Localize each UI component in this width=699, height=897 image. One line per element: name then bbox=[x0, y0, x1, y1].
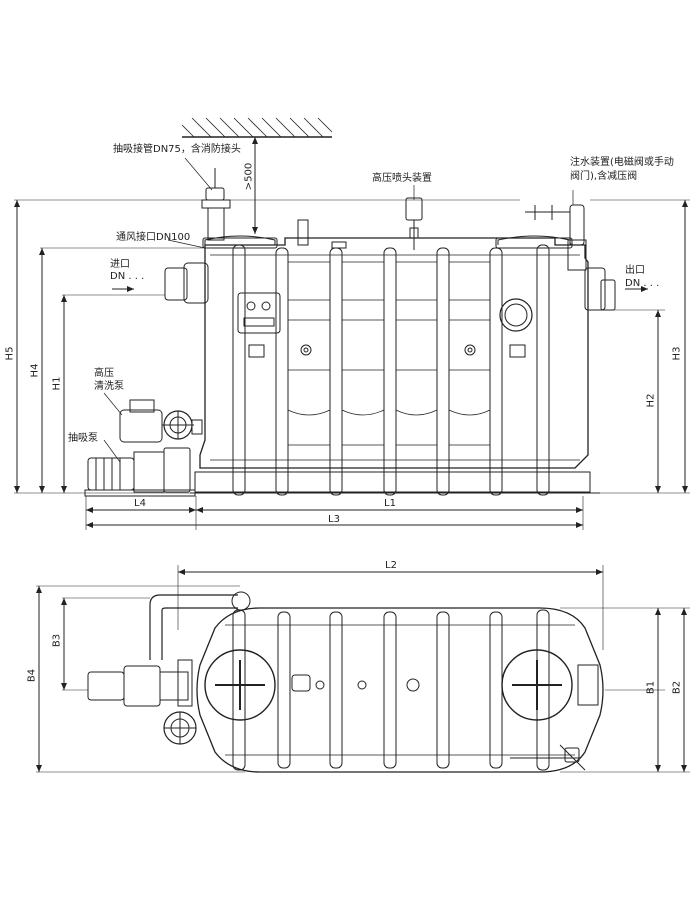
label-outlet-dn: DN . . . bbox=[625, 278, 660, 289]
label-inlet: 进口 bbox=[110, 259, 130, 270]
dim-b3: B3 bbox=[51, 633, 63, 648]
dim-h4: H4 bbox=[29, 363, 41, 378]
side-view bbox=[14, 117, 690, 530]
dim-h1: H1 bbox=[51, 376, 63, 391]
dim-l2: L2 bbox=[385, 560, 397, 571]
dim-l4: L4 bbox=[134, 498, 146, 509]
dim-b2: B2 bbox=[671, 680, 683, 695]
label-suction-pump: 抽吸泵 bbox=[68, 433, 98, 444]
dim-b1: B1 bbox=[645, 680, 657, 695]
label-hp-pump-line2: 清洗泵 bbox=[94, 381, 124, 392]
dim-l3: L3 bbox=[328, 514, 340, 525]
suction-pump bbox=[84, 447, 196, 497]
label-inlet-dn: DN . . . bbox=[110, 271, 145, 282]
tank-ribs bbox=[232, 244, 550, 496]
label-suction-pipe: 抽吸接管DN75，含消防接头 bbox=[113, 144, 241, 155]
dim-b4: B4 bbox=[26, 668, 38, 683]
dim-h5: H5 bbox=[4, 346, 16, 361]
hp-pump bbox=[119, 399, 203, 443]
label-water-fill-line1: 注水装置(电磁阀或手动 bbox=[570, 157, 674, 168]
top-view bbox=[36, 565, 690, 773]
label-hp-pump-line1: 高压 bbox=[94, 368, 114, 379]
dim-l1: L1 bbox=[384, 498, 396, 509]
label-min-distance: >500 bbox=[243, 162, 255, 191]
label-vent: 通风接口DN100 bbox=[116, 232, 191, 243]
label-high-pressure-nozzle: 高压喷头装置 bbox=[372, 173, 432, 184]
label-outlet: 出口 bbox=[625, 265, 645, 276]
dim-h2: H2 bbox=[645, 393, 657, 408]
label-water-fill-line2: 阀门),含减压阀 bbox=[570, 171, 638, 182]
ceiling-hatch bbox=[181, 117, 333, 138]
dim-h3: H3 bbox=[671, 346, 683, 361]
